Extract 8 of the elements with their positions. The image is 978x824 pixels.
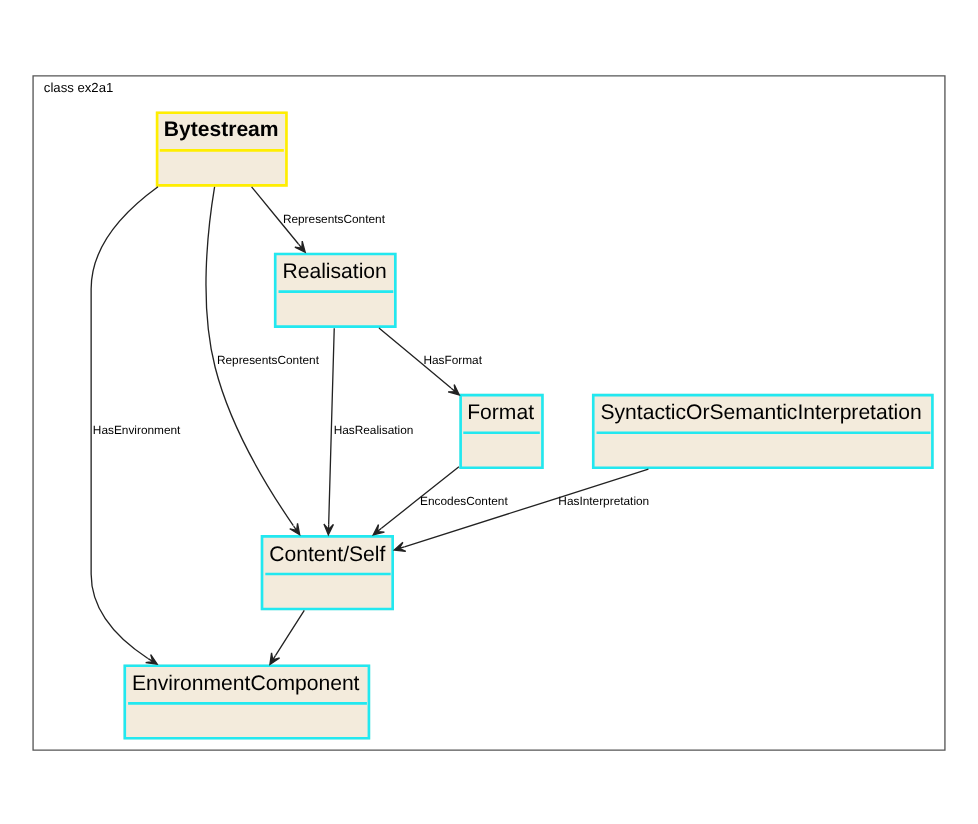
arrow [269, 608, 305, 665]
arrow [250, 185, 306, 252]
arrow [372, 465, 460, 535]
arrow [393, 467, 650, 552]
arrow [323, 326, 335, 535]
arrow [378, 326, 460, 395]
arrow [90, 185, 159, 664]
arrow [205, 185, 301, 535]
